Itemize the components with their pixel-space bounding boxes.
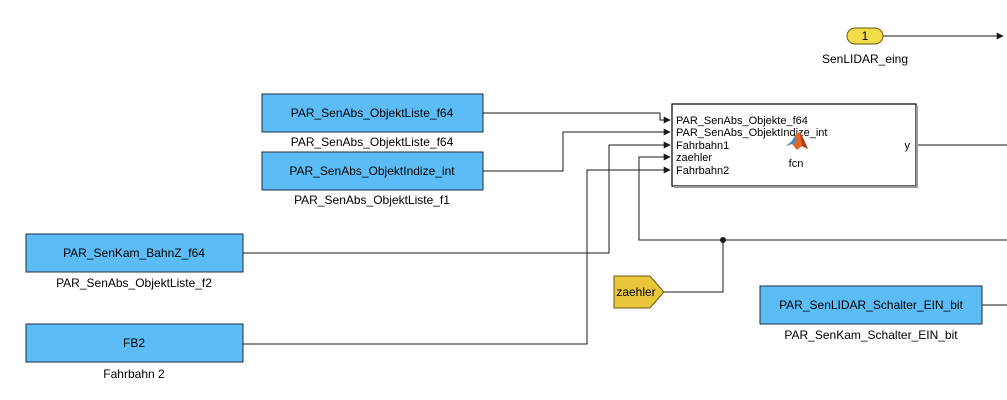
wire-goto-tag[interactable] xyxy=(664,240,724,293)
fcn-input-3: Fahrbahn1 xyxy=(676,140,729,152)
inport-label: SenLIDAR_eing xyxy=(822,52,908,66)
constant-block-objektindize[interactable]: PAR_SenAbs_ObjektIndize_int xyxy=(261,151,484,191)
constant-label-bahnz: PAR_SenAbs_ObjektListe_f2 xyxy=(56,276,212,290)
constant-label-objektindize: PAR_SenAbs_ObjektListe_f1 xyxy=(294,193,450,207)
constant-block-bahnz[interactable]: PAR_SenKam_BahnZ_f64 xyxy=(25,233,244,273)
fcn-input-4: zaehler xyxy=(676,152,712,164)
fcn-output-y: y xyxy=(905,140,911,152)
fcn-input-1: PAR_SenAbs_Objekte_f64 xyxy=(676,115,808,127)
signal-lines xyxy=(243,32,1007,345)
constant-block-schalter[interactable]: PAR_SenLIDAR_Schalter_EIN_bit xyxy=(759,285,983,325)
wire-feedback-zaehler[interactable] xyxy=(638,153,723,241)
constant-label-fb2: Fahrbahn 2 xyxy=(103,367,165,381)
constant-value-bahnz: PAR_SenKam_BahnZ_f64 xyxy=(63,246,205,260)
constant-block-fb2[interactable]: FB2 xyxy=(25,323,244,363)
wire-objektliste[interactable] xyxy=(483,112,671,124)
matlab-logo-icon xyxy=(786,132,808,150)
constant-value-fb2: FB2 xyxy=(123,336,145,350)
wire-objektindize[interactable] xyxy=(483,128,671,172)
constant-block-objektliste[interactable]: PAR_SenAbs_ObjektListe_f64 xyxy=(261,93,484,133)
goto-tag-label: zaehler xyxy=(616,285,655,299)
wire-fb2[interactable] xyxy=(243,166,671,345)
constant-label-schalter: PAR_SenKam_Schalter_EIN_bit xyxy=(784,328,958,342)
inport-block[interactable]: 1 xyxy=(846,27,884,45)
constant-value-schalter: PAR_SenLIDAR_Schalter_EIN_bit xyxy=(779,298,964,312)
inport-number: 1 xyxy=(862,29,869,43)
matlab-function-block[interactable]: PAR_SenAbs_Objekte_f64 PAR_SenAbs_Objekt… xyxy=(671,103,918,188)
goto-tag-zaehler[interactable]: zaehler xyxy=(613,275,665,309)
constant-label-objektliste: PAR_SenAbs_ObjektListe_f64 xyxy=(291,135,454,149)
constant-value-objektindize: PAR_SenAbs_ObjektIndize_int xyxy=(289,164,455,178)
constant-value-objektliste: PAR_SenAbs_ObjektListe_f64 xyxy=(291,106,454,120)
fcn-input-2: PAR_SenAbs_ObjektIndize_int xyxy=(676,127,827,139)
fcn-name: fcn xyxy=(789,158,804,170)
fcn-input-5: Fahrbahn2 xyxy=(676,165,729,177)
wire-bahnz[interactable] xyxy=(243,141,671,254)
branch-point xyxy=(720,237,726,243)
